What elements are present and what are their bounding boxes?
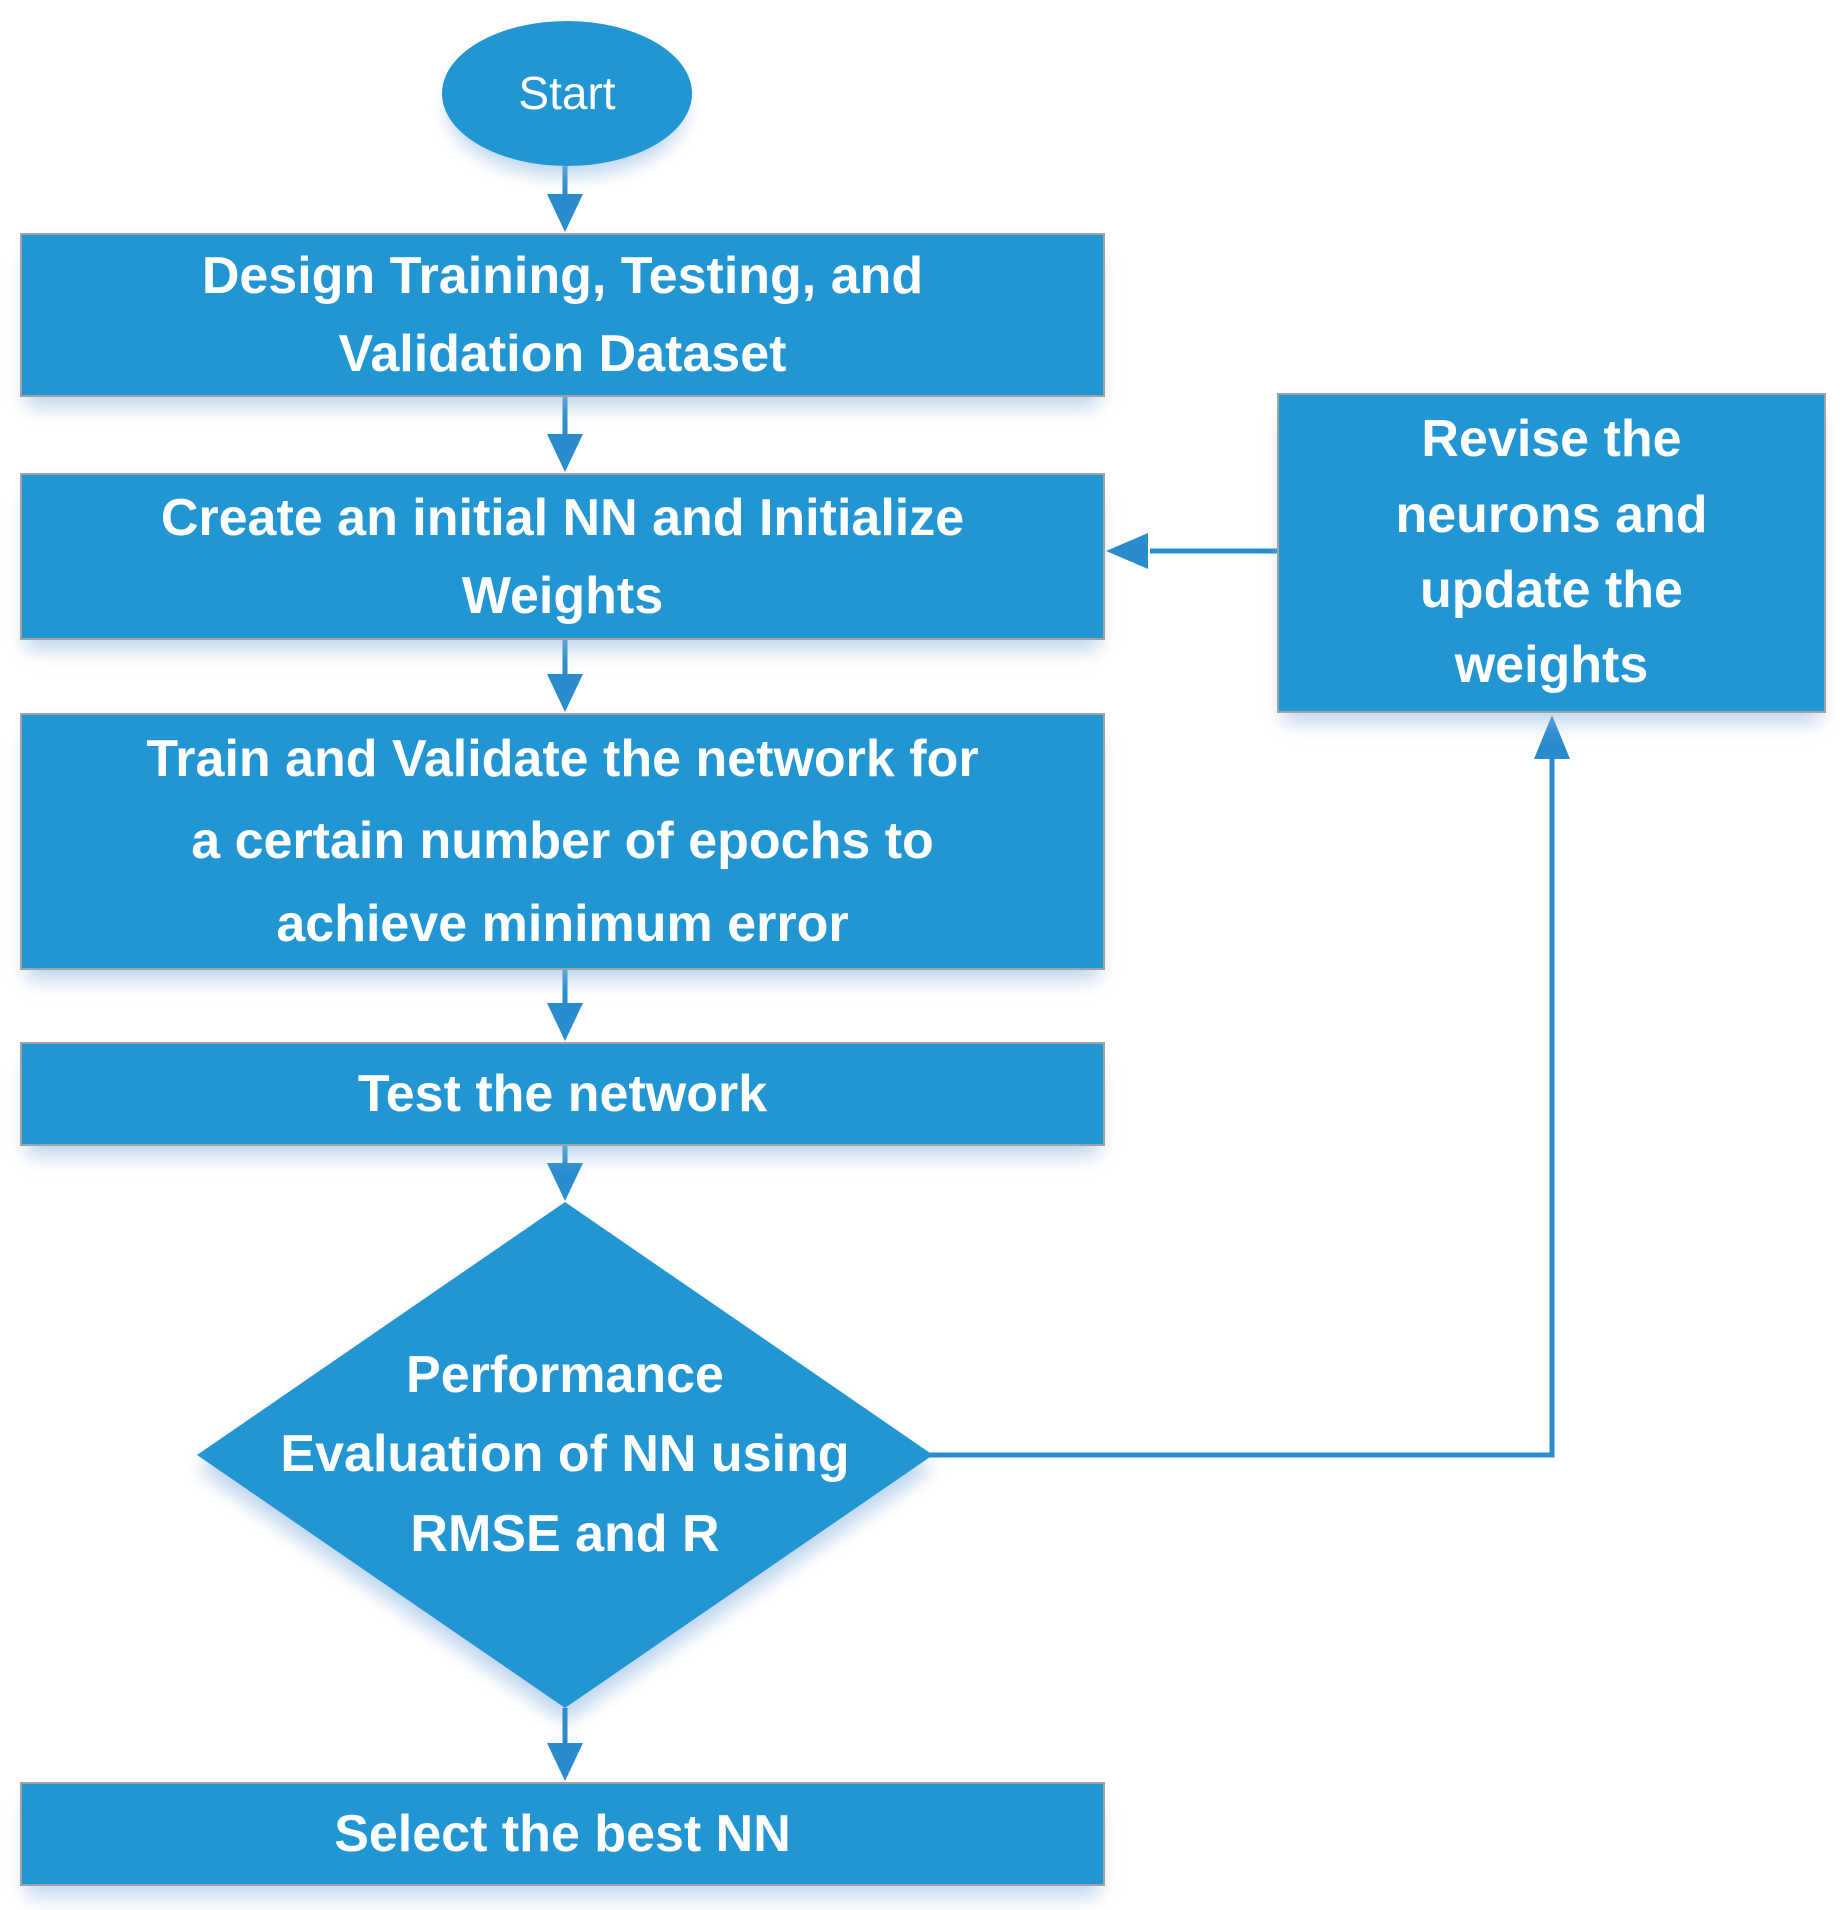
process-select-best: Select the best NN [20, 1782, 1105, 1886]
process-test-network-label: Test the network [357, 1065, 768, 1123]
decision-performance-eval-label: Performance Evaluation of NN using RMSE … [280, 1345, 850, 1563]
process-test-network: Test the network [20, 1042, 1105, 1146]
edge-create-nn-to-train-validate [547, 640, 583, 712]
process-revise-neurons-label: Revise the neurons and update the weight… [1395, 410, 1708, 695]
decision-performance-eval: Performance Evaluation of NN using RMSE … [245, 1320, 885, 1590]
decision-diamond-shape [197, 1202, 933, 1708]
process-create-nn: Create an initial NN and Initialize Weig… [20, 473, 1105, 640]
edge-start-to-design-dataset [547, 166, 583, 232]
edge-revise-neurons-to-create-nn [1106, 533, 1277, 569]
process-design-dataset: Design Training, Testing, and Validation… [20, 233, 1105, 397]
process-revise-neurons: Revise the neurons and update the weight… [1277, 393, 1826, 713]
process-train-validate: Train and Validate the network for a cer… [20, 713, 1105, 970]
edge-performance-eval-to-select-best [547, 1708, 583, 1781]
edge-design-dataset-to-create-nn [547, 397, 583, 472]
process-create-nn-label: Create an initial NN and Initialize Weig… [160, 488, 965, 625]
edge-train-validate-to-test-network [547, 970, 583, 1041]
process-design-dataset-label: Design Training, Testing, and Validation… [201, 247, 924, 383]
edge-test-network-to-performance-eval [547, 1146, 583, 1201]
process-select-best-label: Select the best NN [334, 1805, 791, 1863]
start-node-label: Start [518, 67, 616, 119]
process-train-validate-label: Train and Validate the network for a cer… [146, 730, 979, 953]
start-node: Start [442, 21, 692, 166]
edge-performance-eval-to-revise-neurons [929, 715, 1570, 1458]
